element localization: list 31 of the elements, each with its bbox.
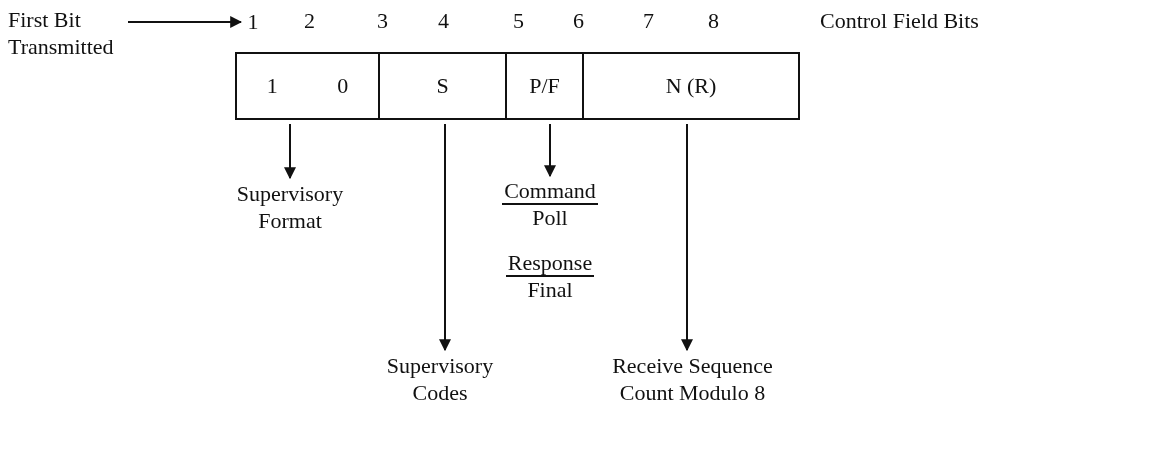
bit-number: 6 [573,8,584,34]
bit-number: 3 [377,8,388,34]
field-description: Supervisory Codes [365,352,515,412]
arrow [544,123,556,178]
bit-value: N (R) [665,73,717,99]
bit-number: 2 [304,8,315,34]
fraction-denominator: Final [527,278,573,302]
fraction-numerator: Command [502,179,598,205]
bit-value: 1 [266,73,278,99]
caption-text: First Bit Transmitted [8,6,124,64]
axis-title: Control Field Bits [820,8,979,34]
arrow [439,123,451,352]
bit-number: 8 [708,8,719,34]
arrow [681,123,693,352]
field-description: Receive Sequence Count Modulo 8 [585,352,800,442]
bit-field [235,52,380,120]
fraction-numerator: Response [505,251,595,277]
bit-value: P/F [529,73,560,99]
bit-number: 1 [243,8,263,36]
bit-value: 0 [337,73,349,99]
bit-field [582,52,800,120]
bit-number: 7 [643,8,654,34]
bit-number: 4 [438,8,449,34]
fraction-denominator: Poll [532,206,568,230]
arrow [127,16,243,28]
bit-field [505,52,584,120]
bit-field [378,52,507,120]
bit-value: S [436,73,449,99]
field-description: Supervisory Format [215,180,365,240]
bit-number: 5 [513,8,524,34]
arrow [284,123,296,180]
